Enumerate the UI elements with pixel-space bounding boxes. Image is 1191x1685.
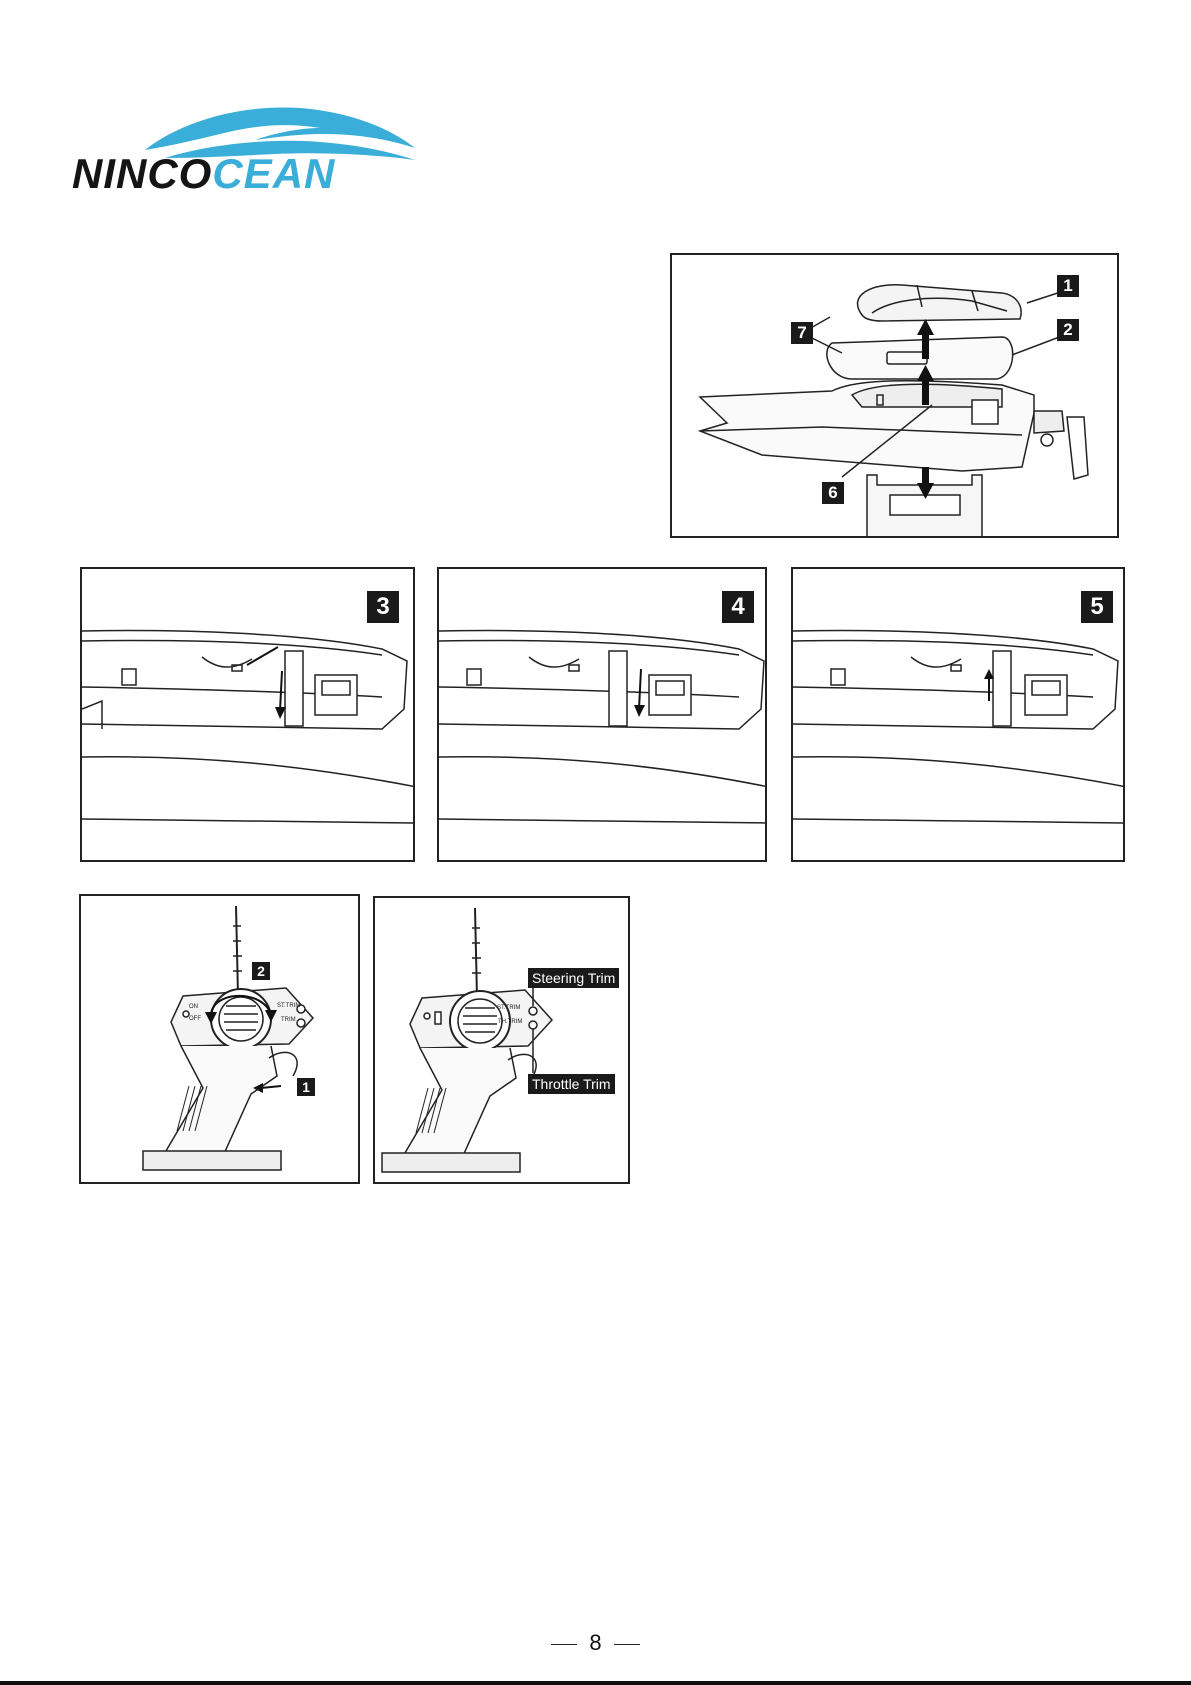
logo-word-light: CEAN	[212, 150, 335, 197]
power-trim-text: TRIM	[281, 1017, 296, 1023]
step-3-drawing	[82, 569, 415, 862]
footer-dash-right	[614, 1644, 640, 1645]
boat-label-6: 6	[822, 482, 844, 504]
transmitter-step-1-label: 1	[297, 1078, 315, 1096]
page-footer: 8	[0, 1630, 1191, 1656]
boat-exploded-drawing	[672, 255, 1119, 538]
throttle-trim-label: Throttle Trim	[528, 1074, 615, 1094]
transmitter-step-2-label: 2	[252, 962, 270, 980]
boat-label-1: 1	[1057, 275, 1079, 297]
step-4-label: 4	[722, 591, 754, 623]
power-switch-off: OFF	[189, 1016, 201, 1022]
power-st-trim-text: ST.TRIM	[277, 1003, 300, 1009]
ninco-ocean-logo: NINCOCEAN	[70, 100, 450, 200]
steering-trim-label: Steering Trim	[528, 968, 619, 988]
step-3-label: 3	[367, 591, 399, 623]
step-4-figure: 4	[437, 567, 767, 862]
transmitter-power-figure: ON OFF ST.TRIM TRIM 2 1	[79, 894, 360, 1184]
logo-word-dark: NINCO	[72, 150, 212, 197]
step-5-label: 5	[1081, 591, 1113, 623]
step-4-drawing	[439, 569, 767, 862]
transmitter-trim-drawing: ST.TRIM TH.TRIM	[375, 898, 630, 1184]
step-5-figure: 5	[791, 567, 1125, 862]
trim-th-trim-text: TH.TRIM	[498, 1019, 522, 1025]
boat-label-2: 2	[1057, 319, 1079, 341]
page-number: 8	[589, 1630, 601, 1655]
transmitter-trim-figure: ST.TRIM TH.TRIM Steering Trim Throttle T…	[373, 896, 630, 1184]
step-5-drawing	[793, 569, 1125, 862]
boat-exploded-figure: 1 2 7 6	[670, 253, 1119, 538]
boat-label-7: 7	[791, 322, 813, 344]
footer-dash-left	[551, 1644, 577, 1645]
step-3-figure: 3	[80, 567, 415, 862]
bottom-rule	[0, 1681, 1191, 1685]
trim-st-trim-text: ST.TRIM	[497, 1005, 520, 1011]
power-switch-on: ON	[189, 1004, 198, 1010]
transmitter-power-drawing: ON OFF ST.TRIM TRIM	[81, 896, 360, 1184]
logo-wordmark: NINCOCEAN	[72, 150, 335, 198]
